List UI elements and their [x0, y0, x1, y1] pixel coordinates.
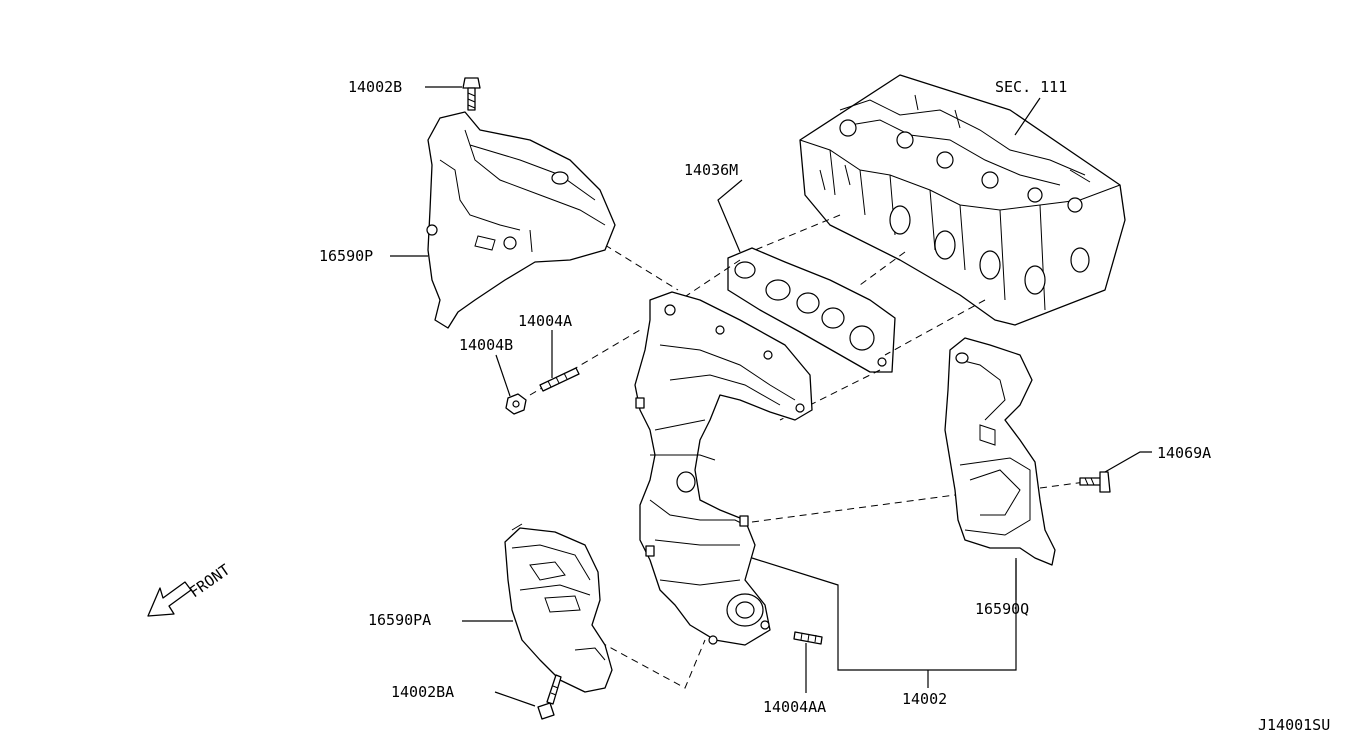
manifold-gasket-illustration — [727, 247, 896, 373]
right-heat-shield-label: 16590Q — [975, 600, 1029, 618]
exhaust-manifold-illustration — [634, 291, 813, 646]
drawing-code: J14001SU — [1258, 716, 1330, 734]
nut-leader — [495, 354, 511, 397]
gasket-leader — [717, 179, 743, 253]
nut-icon — [505, 393, 527, 415]
lower-bolt-leader — [494, 691, 536, 707]
nut-label: 14004B — [459, 336, 513, 354]
lower-heat-shield-label: 16590PA — [368, 611, 431, 629]
right-heat-shield-illustration — [944, 337, 1056, 566]
upper-heat-shield-illustration — [426, 111, 616, 329]
right-bolt-icon — [1079, 471, 1111, 493]
sec-111-label: SEC. 111 — [995, 78, 1067, 96]
top-bolt-icon — [462, 77, 481, 111]
gasket-label: 14036M — [684, 161, 738, 179]
lower-bolt-label: 14002BA — [391, 683, 454, 701]
alignment-lines — [529, 214, 1086, 689]
front-arrow-icon — [147, 581, 192, 617]
cylinder-head-illustration — [799, 74, 1126, 326]
lower-bolt-icon — [537, 674, 562, 720]
upper-heat-shield-label: 16590P — [319, 247, 373, 265]
stud-label: 14004A — [518, 312, 572, 330]
manifold-label: 14002 — [902, 690, 947, 708]
lower-heat-shield-illustration — [504, 523, 613, 693]
right-bolt-label: 14069A — [1157, 444, 1211, 462]
right-bolt-leader — [1104, 451, 1152, 473]
front-label: FRONT — [186, 561, 233, 602]
sec-111-leader — [1014, 97, 1041, 136]
stud-icon — [539, 367, 580, 392]
lower-stud-label: 14004AA — [763, 698, 826, 716]
manifold-bracket-line — [751, 557, 1017, 671]
top-bolt-label: 14002B — [348, 78, 402, 96]
lower-stud-icon — [793, 631, 823, 645]
